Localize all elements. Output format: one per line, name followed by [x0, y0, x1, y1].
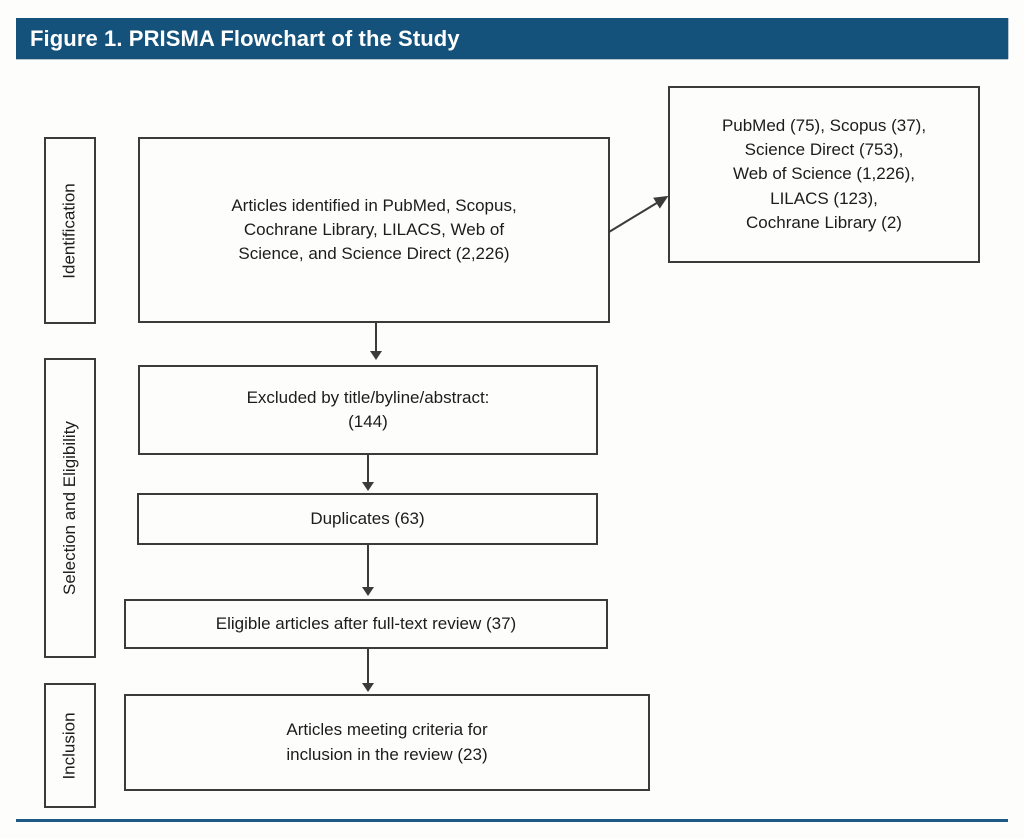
- phase-label-inclusion: Inclusion: [44, 683, 96, 808]
- arrowhead-duplicates-to-eligible: [362, 587, 374, 596]
- connector-identified-to-excluded: [375, 323, 377, 358]
- connector-duplicates-to-eligible: [367, 545, 369, 593]
- node-excluded-by-title: Excluded by title/byline/abstract: (144): [138, 365, 598, 455]
- phase-label-selection-eligibility: Selection and Eligibility: [44, 358, 96, 658]
- arrowhead-eligible-to-included: [362, 683, 374, 692]
- connector-identified-to-databases-line: [608, 195, 669, 233]
- node-articles-identified: Articles identified in PubMed, Scopus, C…: [138, 137, 610, 323]
- connector-identified-to-databases: [608, 195, 669, 233]
- connector-eligible-to-included: [367, 649, 369, 689]
- figure-header-banner: Figure 1. PRISMA Flowchart of the Study: [16, 18, 1008, 59]
- node-duplicates-text: Duplicates (63): [310, 508, 425, 528]
- arrowhead-excluded-to-duplicates: [362, 482, 374, 491]
- node-duplicates: Duplicates (63): [137, 493, 598, 545]
- arrowhead-identified-to-excluded: [370, 351, 382, 360]
- node-eligible-articles: Eligible articles after full-text review…: [124, 599, 608, 649]
- phase-label-identification: Identification: [44, 137, 96, 324]
- node-excluded-by-title-text: Excluded by title/byline/abstract: (144): [246, 387, 490, 431]
- phase-label-identification-text: Identification: [60, 182, 80, 279]
- figure-title: Figure 1. PRISMA Flowchart of the Study: [30, 25, 460, 51]
- figure-bottom-rule: [16, 819, 1008, 822]
- node-database-breakdown: PubMed (75), Scopus (37), Science Direct…: [668, 86, 980, 263]
- phase-label-selection-eligibility-text: Selection and Eligibility: [60, 421, 80, 595]
- node-database-breakdown-text: PubMed (75), Scopus (37), Science Direct…: [721, 116, 927, 232]
- node-articles-included: Articles meeting criteria for inclusion …: [124, 694, 650, 791]
- node-eligible-articles-text: Eligible articles after full-text review…: [215, 613, 517, 633]
- node-articles-included-text: Articles meeting criteria for inclusion …: [286, 720, 488, 764]
- node-articles-identified-text: Articles identified in PubMed, Scopus, C…: [231, 195, 517, 264]
- connector-excluded-to-duplicates: [367, 455, 369, 487]
- phase-label-inclusion-text: Inclusion: [60, 711, 80, 780]
